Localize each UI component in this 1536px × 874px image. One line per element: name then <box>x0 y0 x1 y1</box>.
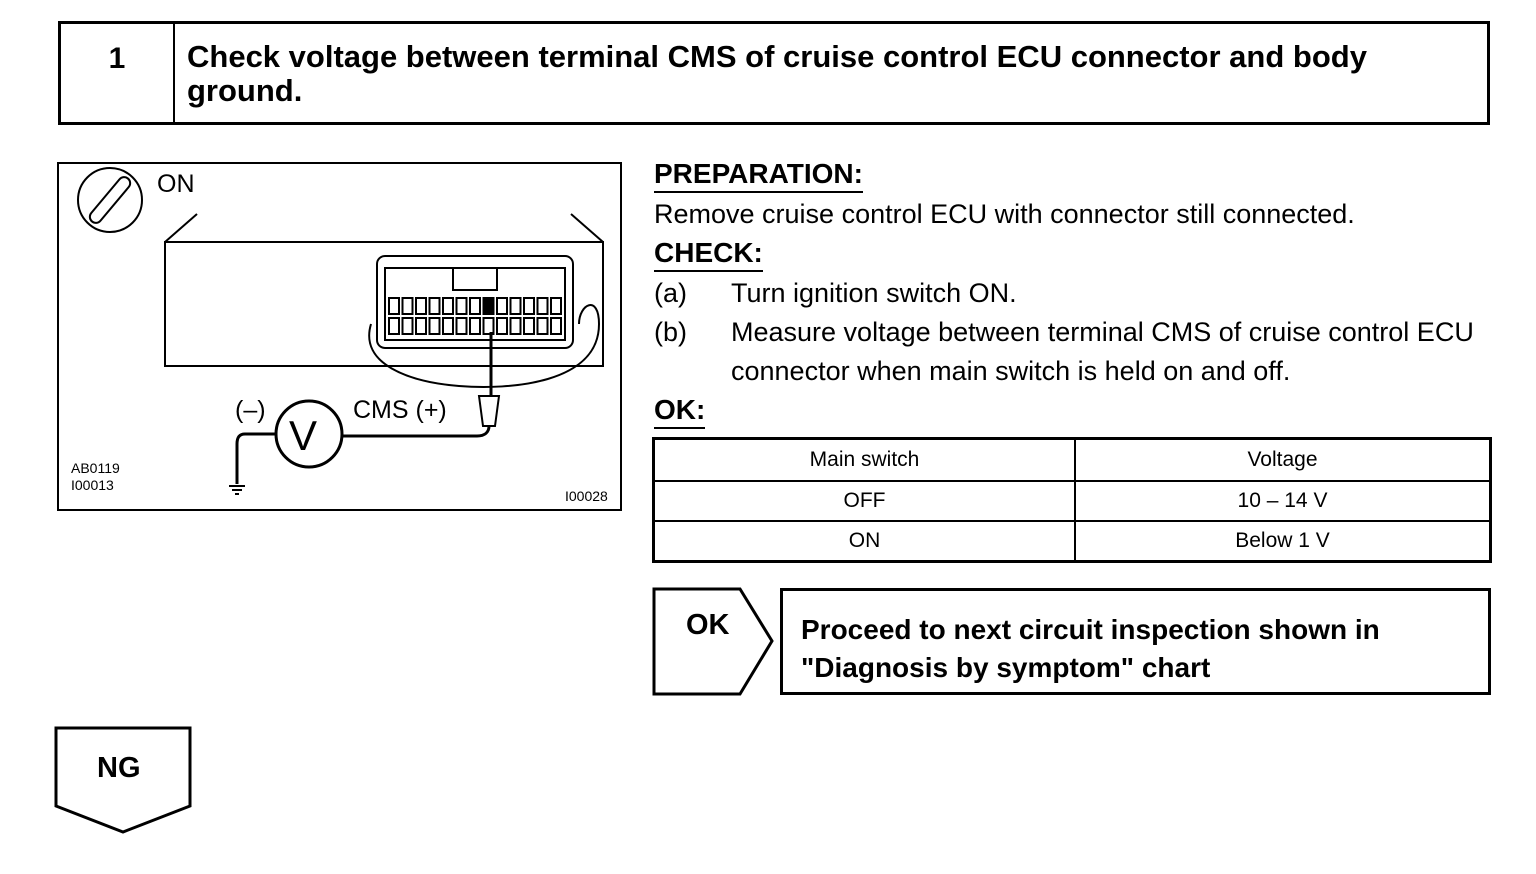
connector-pin <box>523 317 535 335</box>
step-title: Check voltage between terminal CMS of cr… <box>187 39 1367 108</box>
preparation-text: Remove cruise control ECU with connector… <box>654 199 1355 229</box>
connector-pin <box>482 317 495 335</box>
connector-pin <box>536 297 549 315</box>
table-header-voltage: Voltage <box>1074 437 1492 482</box>
ok-arrow-shape <box>652 587 774 696</box>
check-item-b-text: Measure voltage between terminal CMS of … <box>731 317 1474 386</box>
ground-lead <box>235 432 276 484</box>
table-header-main-switch: Main switch <box>652 437 1076 482</box>
ecu-housing <box>164 213 604 367</box>
negative-lead-label: (–) <box>235 396 266 424</box>
ok-spec-table: Main switch Voltage OFF 10 – 14 V ON Bel… <box>652 437 1492 563</box>
ignition-on-label: ON <box>157 170 195 198</box>
ecu-connector <box>376 255 574 349</box>
ok-result-text-line1: Proceed to next circuit inspection shown… <box>801 614 1380 645</box>
connector-pin <box>469 297 481 315</box>
ground-symbol-icon <box>229 485 245 495</box>
connector-pin <box>388 297 400 315</box>
ok-heading: OK: <box>654 394 706 429</box>
connector-pin <box>455 317 468 335</box>
connector-pin <box>509 317 522 335</box>
connector-pin <box>523 297 535 315</box>
table-cell: ON <box>652 520 1076 563</box>
connector-pin <box>550 297 562 315</box>
figure-code-3: I00028 <box>565 488 608 504</box>
ok-result-label: OK <box>686 609 730 641</box>
check-item-a-text: Turn ignition switch ON. <box>731 278 1017 308</box>
preparation-heading: PREPARATION: <box>654 158 863 193</box>
connector-pin <box>536 317 549 335</box>
table-row: ON Below 1 V <box>652 520 1492 563</box>
connector-pin <box>415 297 427 315</box>
connector-pin <box>469 317 481 335</box>
connector-illustration: ON (–) V CMS (+) AB0119 I00013 I00028 <box>57 162 622 511</box>
probe-lasso <box>368 304 601 388</box>
connector-pin <box>496 317 508 335</box>
ignition-key-icon <box>77 167 143 233</box>
step-number: 1 <box>61 24 175 122</box>
table-cell: Below 1 V <box>1074 520 1492 563</box>
figure-code-1: AB0119 <box>71 460 120 476</box>
connector-pin <box>442 317 454 335</box>
step-header: 1 Check voltage between terminal CMS of … <box>58 21 1490 125</box>
ok-result-text-line2: "Diagnosis by symptom" chart <box>801 652 1211 683</box>
connector-pin <box>442 297 454 315</box>
check-heading: CHECK: <box>654 237 763 272</box>
table-header-row: Main switch Voltage <box>652 437 1492 482</box>
connector-pin <box>415 317 427 335</box>
connector-pin <box>482 297 495 315</box>
connector-pin <box>401 317 414 335</box>
probe-label: CMS (+) <box>353 396 447 424</box>
check-item-a-label: (a) <box>654 278 687 308</box>
ng-arrow-shape <box>54 726 192 834</box>
connector-pin <box>455 297 468 315</box>
connector-pin <box>401 297 414 315</box>
table-cell: OFF <box>652 480 1076 522</box>
table-row: OFF 10 – 14 V <box>652 480 1492 522</box>
connector-pin <box>428 317 441 335</box>
figure-code-2: I00013 <box>71 477 114 493</box>
connector-pin <box>388 317 400 335</box>
check-item-b-label: (b) <box>654 317 687 347</box>
connector-pin <box>496 297 508 315</box>
ng-result-label: NG <box>97 752 141 784</box>
probe-wire <box>341 332 501 438</box>
connector-pin <box>428 297 441 315</box>
ok-result-box: Proceed to next circuit inspection shown… <box>780 588 1491 695</box>
table-cell: 10 – 14 V <box>1074 480 1492 522</box>
meter-symbol: V <box>289 412 318 459</box>
connector-pin <box>509 297 522 315</box>
ecu-connector-diagram <box>77 167 604 495</box>
connector-pin <box>550 317 562 335</box>
